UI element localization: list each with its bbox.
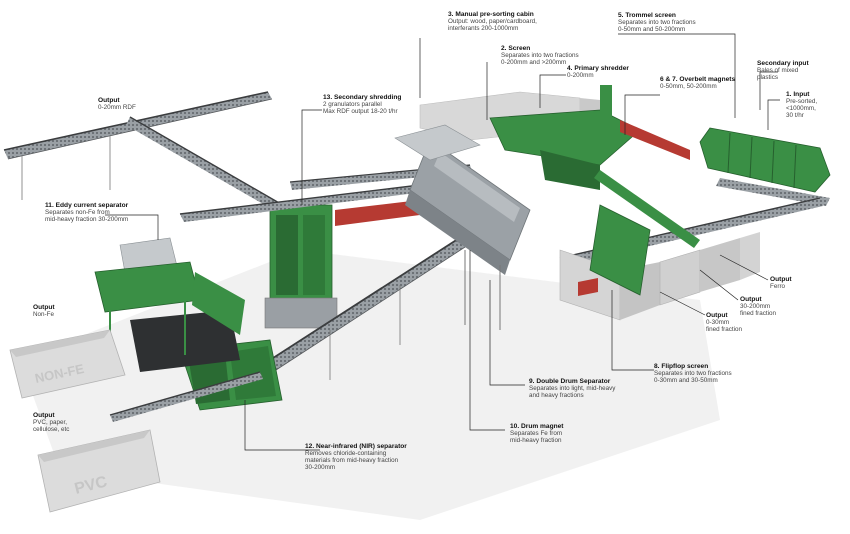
callout-eddy-current: 11. Eddy current separator Separates non… <box>45 202 128 223</box>
callout-manual-pre-sorting: 3. Manual pre-sorting cabin Output: wood… <box>448 11 537 32</box>
callout-secondary-input: Secondary input Bales of mixed plastics <box>757 60 809 81</box>
callout-nir-separator: 12. Near-infrared (NIR) separator Remove… <box>305 443 407 472</box>
callout-screen: 2. Screen Separates into two fractions 0… <box>501 45 579 66</box>
callout-flipflop-screen: 8. Flipflop screen Separates into two fr… <box>654 363 732 384</box>
secondary-shredder <box>265 205 337 328</box>
trommel-screen <box>700 128 830 206</box>
callout-output-non-fe: Output Non-Fe <box>33 304 55 318</box>
callout-output-fine-30-200: Output 30-200mm fined fraction <box>740 296 776 317</box>
callout-output-ferro: Output Ferro <box>770 276 792 290</box>
callout-trommel-screen: 5. Trommel screen Separates into two fra… <box>618 12 696 33</box>
callout-primary-shredder: 4. Primary shredder 0-200mm <box>567 65 629 79</box>
callout-output-pvc: Output PVC, paper, cellulose, etc <box>33 412 69 433</box>
callout-double-drum: 9. Double Drum Separator Separates into … <box>529 378 615 399</box>
callout-output-fine-0-30: Output 0-30mm fined fraction <box>706 312 742 333</box>
callout-drum-magnet: 10. Drum magnet Separates Fe from mid-he… <box>510 423 564 444</box>
callout-output-rdf: Output 0-20mm RDF <box>98 97 136 111</box>
callout-overbelt-magnets: 6 & 7. Overbelt magnets 0-50mm, 50-200mm <box>660 76 735 90</box>
callout-secondary-shredding: 13. Secondary shredding 2 granulators pa… <box>323 94 401 115</box>
callout-input: 1. Input Pre-sorted, <1000mm, 30 t/hr <box>786 91 817 120</box>
